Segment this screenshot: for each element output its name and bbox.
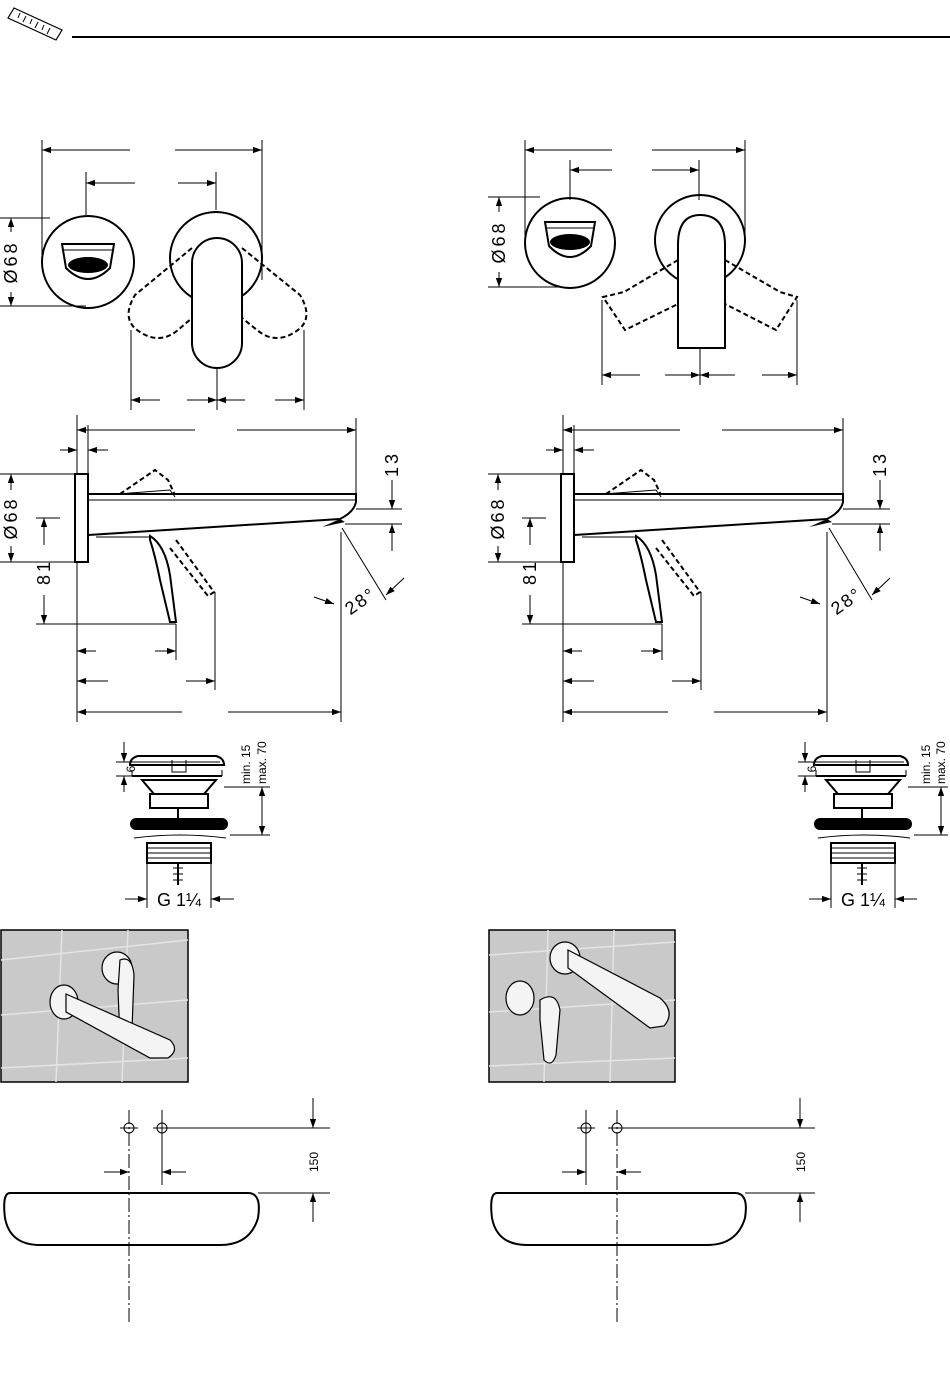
range-min-label: min. 15 xyxy=(919,744,933,784)
installation-height-label: 150 xyxy=(794,1152,808,1172)
thread-label: G 1¼ xyxy=(157,890,202,910)
right-front-view: Ø68 xyxy=(488,140,797,385)
left-waste-valve: 6 min. 15 max. 70 G 1¼ xyxy=(116,741,270,910)
spout-drop-label: 13 xyxy=(382,451,402,477)
right-installation-plan: 150 xyxy=(491,1098,815,1322)
left-installation-plan: 150 xyxy=(4,1098,330,1322)
angle-label: 28° xyxy=(827,583,866,618)
left-side-view: Ø68 81 13 28° xyxy=(0,415,404,722)
thread-label: G 1¼ xyxy=(841,890,886,910)
left-front-view: Ø68 xyxy=(0,140,306,410)
angle-label: 28° xyxy=(341,583,380,618)
range-min-label: min. 15 xyxy=(239,744,253,784)
diameter-label: Ø68 xyxy=(1,240,21,283)
right-waste-valve: 6 min. 15 max. 70 G 1¼ xyxy=(798,741,948,910)
diameter-label: Ø68 xyxy=(488,496,508,539)
spout-drop-label: 13 xyxy=(870,451,890,477)
right-side-view: Ø68 81 13 28° xyxy=(488,415,890,722)
diameter-label: Ø68 xyxy=(1,496,21,539)
range-max-label: max. 70 xyxy=(934,741,948,784)
installation-height-label: 150 xyxy=(307,1152,321,1172)
cap-label: 6 xyxy=(805,765,819,772)
diameter-label: Ø68 xyxy=(489,220,509,263)
ruler-icon xyxy=(8,8,62,40)
right-product-photo xyxy=(489,930,675,1082)
left-product-photo xyxy=(1,930,188,1082)
height-label: 81 xyxy=(520,559,540,585)
height-label: 81 xyxy=(34,559,54,585)
range-max-label: max. 70 xyxy=(255,741,269,784)
cap-label: 6 xyxy=(124,765,138,772)
